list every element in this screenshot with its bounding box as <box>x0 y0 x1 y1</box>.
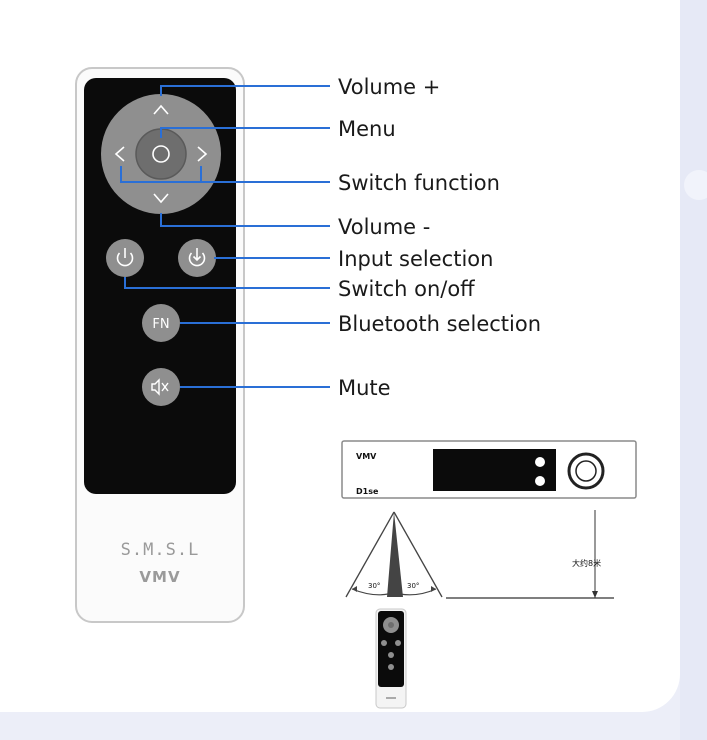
side-decoration <box>684 170 707 200</box>
label-input-selection: Input selection <box>338 247 493 271</box>
small-remote <box>375 608 407 709</box>
input-icon <box>188 248 206 267</box>
left-chevron-icon[interactable] <box>114 146 125 162</box>
remote-logo: VMV <box>139 568 180 586</box>
device-front-panel: VMV D1se <box>341 440 637 499</box>
label-switch-function: Switch function <box>338 171 500 195</box>
fn-button[interactable] <box>142 304 180 342</box>
device-indicator-bottom <box>535 476 545 486</box>
leader-switch-power <box>124 277 330 289</box>
small-dpad-center <box>388 622 394 628</box>
angle-label-right: 30° <box>407 582 419 590</box>
small-remote-logo <box>386 697 396 699</box>
label-switch-power: Switch on/off <box>338 277 475 301</box>
power-icon <box>116 248 134 267</box>
leader-volume-up <box>160 85 330 96</box>
menu-circle-icon <box>152 145 170 163</box>
beam-left-edge <box>345 511 395 598</box>
center-beam <box>387 512 403 597</box>
leader-menu <box>160 127 330 138</box>
right-chevron-icon[interactable] <box>197 146 208 162</box>
label-mute: Mute <box>338 376 391 400</box>
fn-button-label: FN <box>152 317 169 332</box>
angle-label-left: 30° <box>368 582 380 590</box>
small-button-mute <box>388 664 394 670</box>
small-button-fn <box>388 652 394 658</box>
device-indicator-top <box>535 457 545 467</box>
beam-right-edge <box>393 511 443 598</box>
distance-arrow-icon <box>592 591 598 598</box>
small-button-input <box>395 640 401 646</box>
leader-lines <box>120 85 330 388</box>
label-bluetooth-selection: Bluetooth selection <box>338 312 541 336</box>
label-volume-down: Volume - <box>338 215 430 239</box>
remote-control: FN S.M.S.L VMV <box>75 67 245 623</box>
label-menu: Menu <box>338 117 396 141</box>
side-strip <box>680 0 707 740</box>
mute-icon <box>151 378 169 396</box>
callout-labels: Volume + Menu Switch function Volume - I… <box>338 75 541 400</box>
leader-volume-down <box>160 213 330 227</box>
remote-brand: S.M.S.L <box>121 540 200 560</box>
small-remote-face <box>378 611 404 687</box>
arrow-right-icon <box>431 586 436 592</box>
range-illustration: 30° 30° 大约8米 <box>345 510 614 599</box>
volume-down-chevron-icon[interactable] <box>153 193 169 204</box>
leader-switch-function <box>120 166 330 183</box>
device-display <box>433 449 556 491</box>
mute-button[interactable] <box>142 368 180 406</box>
small-button-power <box>381 640 387 646</box>
volume-up-chevron-icon[interactable] <box>153 104 169 115</box>
device-logo: VMV <box>356 452 377 461</box>
device-knob-inner <box>575 460 597 482</box>
distance-label: 大约8米 <box>572 558 601 568</box>
device-model: D1se <box>356 487 379 496</box>
label-volume-up: Volume + <box>338 75 440 99</box>
arrow-left-icon <box>352 586 357 592</box>
